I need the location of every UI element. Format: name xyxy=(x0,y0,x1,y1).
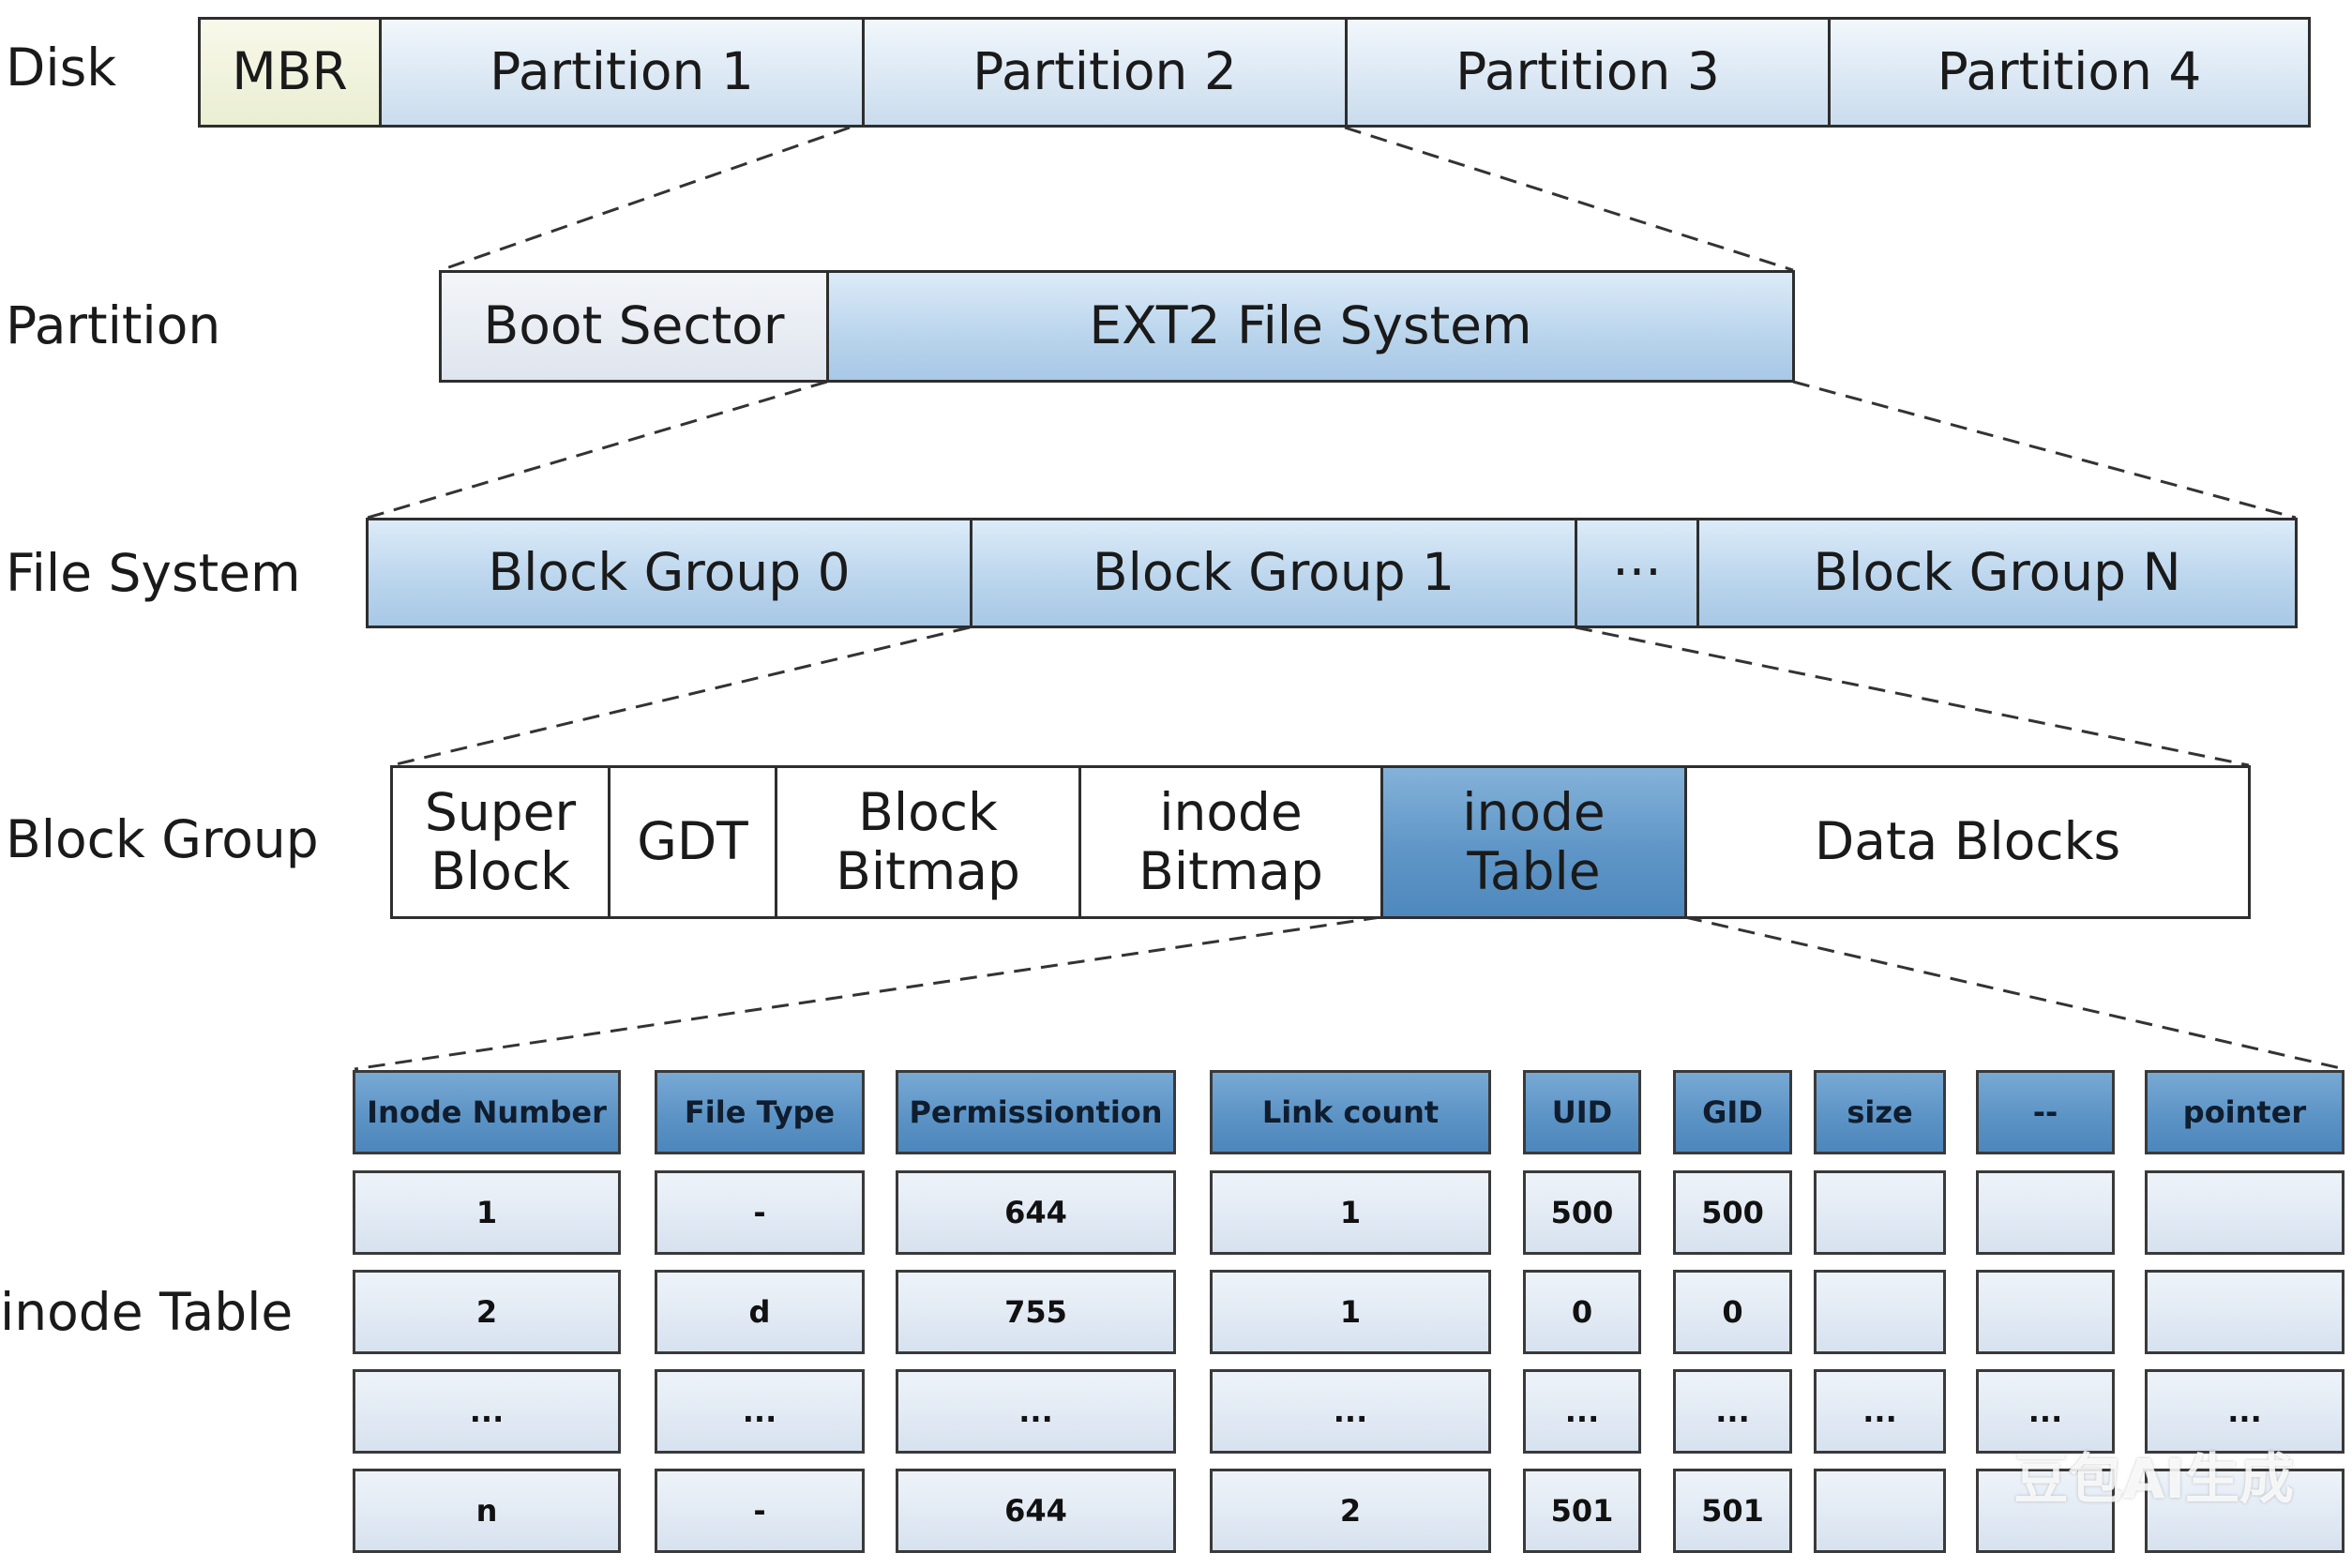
table-cell: 644 xyxy=(896,1170,1176,1255)
table-cell: n xyxy=(353,1469,621,1553)
table-cell: ... xyxy=(1210,1369,1491,1454)
table-cell: 1 xyxy=(353,1170,621,1255)
table-cell: d xyxy=(655,1270,865,1354)
table-cell: 500 xyxy=(1673,1170,1792,1255)
partition-4-block: Partition 4 xyxy=(1828,17,2311,128)
table-cell xyxy=(1814,1469,1946,1553)
block-group-n-block: Block Group N xyxy=(1696,518,2298,628)
table-cell xyxy=(1976,1170,2115,1255)
header-file-type: File Type xyxy=(655,1070,865,1154)
table-cell xyxy=(1814,1170,1946,1255)
table-cell: ... xyxy=(1976,1369,2115,1454)
connector-disk-left xyxy=(440,126,851,272)
connector-disk-right xyxy=(1344,126,1794,272)
header-gid: GID xyxy=(1673,1070,1792,1154)
table-cell: 644 xyxy=(896,1469,1176,1553)
table-cell: 755 xyxy=(896,1270,1176,1354)
table-cell: - xyxy=(655,1469,865,1553)
super-block: Super Block xyxy=(390,765,611,919)
table-cell: 2 xyxy=(353,1270,621,1354)
watermark: 豆包AI生成 xyxy=(2013,1447,2294,1511)
block-group-0-block: Block Group 0 xyxy=(366,518,972,628)
table-cell: 501 xyxy=(1673,1469,1792,1553)
table-cell: 500 xyxy=(1523,1170,1641,1255)
table-cell xyxy=(2145,1270,2344,1354)
header-inode-number: Inode Number xyxy=(353,1070,621,1154)
connector-fs-left xyxy=(391,626,971,767)
header-link-count: Link count xyxy=(1210,1070,1491,1154)
block-group-1-block: Block Group 1 xyxy=(970,518,1577,628)
table-cell: 1 xyxy=(1210,1270,1491,1354)
header-permission: Permissiontion xyxy=(896,1070,1176,1154)
connector-fs-right xyxy=(1575,626,2250,767)
table-cell: 501 xyxy=(1523,1469,1641,1553)
partition-3-block: Partition 3 xyxy=(1345,17,1831,128)
row-label-disk: Disk xyxy=(6,38,117,98)
mbr-block: MBR xyxy=(198,17,382,128)
boot-sector-block: Boot Sector xyxy=(439,270,829,383)
table-cell: 2 xyxy=(1210,1469,1491,1553)
block-bitmap-block: Block Bitmap xyxy=(775,765,1081,919)
header-pointer: pointer xyxy=(2145,1070,2344,1154)
connector-part-left xyxy=(367,380,828,520)
table-cell: ... xyxy=(1814,1369,1946,1454)
table-cell: ... xyxy=(655,1369,865,1454)
table-cell xyxy=(1976,1270,2115,1354)
row-label-partition: Partition xyxy=(6,295,221,355)
table-cell: 0 xyxy=(1673,1270,1792,1354)
row-label-inode-table: inode Table xyxy=(0,1282,294,1342)
table-cell xyxy=(1976,1469,2115,1553)
table-cell: ... xyxy=(353,1369,621,1454)
table-cell: ... xyxy=(1673,1369,1792,1454)
connector-bg-right xyxy=(1684,915,2345,1071)
gdt-block: GDT xyxy=(608,765,777,919)
row-label-block-group: Block Group xyxy=(6,809,319,869)
partition-2-block: Partition 2 xyxy=(862,17,1348,128)
connector-bg-left xyxy=(354,915,1381,1071)
table-cell: ... xyxy=(1523,1369,1641,1454)
header-uid: UID xyxy=(1523,1070,1641,1154)
row-label-file-system: File System xyxy=(6,543,301,603)
connector-part-right xyxy=(1792,380,2297,520)
table-cell xyxy=(2145,1170,2344,1255)
header-more: -- xyxy=(1976,1070,2115,1154)
table-cell: 1 xyxy=(1210,1170,1491,1255)
table-cell xyxy=(2145,1469,2344,1553)
table-cell: - xyxy=(655,1170,865,1255)
table-cell: ... xyxy=(896,1369,1176,1454)
table-cell xyxy=(1814,1270,1946,1354)
table-cell: ... xyxy=(2145,1369,2344,1454)
ext2-file-system-block: EXT2 File System xyxy=(826,270,1795,383)
data-blocks-block: Data Blocks xyxy=(1684,765,2251,919)
block-group-ellipsis-block: ··· xyxy=(1575,518,1699,628)
partition-1-block: Partition 1 xyxy=(379,17,865,128)
inode-bitmap-block: inode Bitmap xyxy=(1078,765,1383,919)
table-cell: 0 xyxy=(1523,1270,1641,1354)
inode-table-block: inode Table xyxy=(1380,765,1687,919)
header-size: size xyxy=(1814,1070,1946,1154)
